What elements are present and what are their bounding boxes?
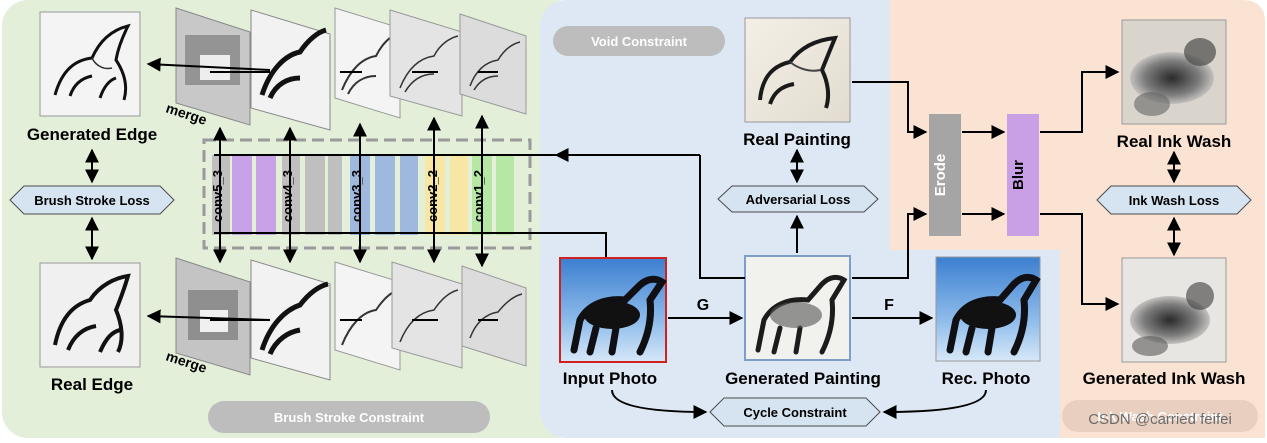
line-input-to-vgg: [214, 232, 607, 257]
real-edge-image: [39, 262, 141, 368]
generated-painting-image: [744, 255, 851, 361]
cycle-constraint-label: Cycle Constraint: [743, 405, 847, 420]
cycle-constraint-box: [709, 397, 881, 427]
brush-stroke-loss-label: Brush Stroke Loss: [34, 193, 150, 208]
adversarial-loss-label: Adversarial Loss: [746, 192, 851, 207]
layer-conv3_3: conv3_3: [349, 170, 364, 222]
real-ink-wash-image: [1121, 19, 1227, 125]
f-label: F: [884, 297, 894, 314]
void-constraint-label: Void Constraint: [591, 34, 687, 49]
brush-stroke-constraint-pill: [208, 401, 490, 433]
erode-block: [929, 114, 961, 236]
input-photo-image: [559, 257, 667, 363]
brush-stroke-constraint-label: Brush Stroke Constraint: [274, 410, 425, 425]
generated-edge-image: [39, 11, 141, 117]
ink-wash-constraint-label: Ink Wash Constraint: [1097, 409, 1223, 424]
arrow-blur-to-real-ink: [1040, 65, 1120, 133]
arrow-input-to-cycle: [611, 389, 708, 419]
generated-painting-label: Generated Painting: [725, 369, 881, 388]
arrow-blur-to-gen-ink: [1040, 213, 1120, 311]
ink-wash-constraint-pill: [1062, 400, 1258, 432]
feature-maps-top: [175, 7, 527, 131]
g-label: G: [697, 297, 709, 314]
feature-maps-bottom: [175, 257, 527, 381]
generated-edge-label: Generated Edge: [27, 125, 157, 144]
void-constraint-pill: [553, 26, 725, 56]
generated-ink-wash-image: [1121, 257, 1227, 363]
real-painting-label: Real Painting: [743, 130, 851, 149]
arrow-rec-to-cycle: [882, 389, 987, 419]
real-painting-image: [744, 17, 851, 123]
vgg-block-border: [202, 138, 532, 250]
ink-wash-loss-box: [1096, 185, 1252, 215]
adversarial-loss-box: [717, 185, 879, 213]
ink-wash-loss-label: Ink Wash Loss: [1129, 193, 1220, 208]
blur-block: [1007, 114, 1039, 236]
real-ink-wash-label: Real Ink Wash: [1117, 132, 1232, 151]
arrow-merge-top: [146, 57, 271, 72]
brush-stroke-loss-box: [9, 185, 175, 215]
watermark: CSDN @carried feifei: [1088, 411, 1232, 428]
rec-photo-label: Rec. Photo: [942, 369, 1031, 388]
generated-ink-wash-label: Generated Ink Wash: [1083, 369, 1246, 388]
rec-photo-image: [935, 256, 1041, 362]
layer-conv5_3: conv5_3: [210, 170, 225, 222]
layer-conv1_2: conv1_2: [471, 170, 486, 222]
erode-label: Erode: [932, 154, 949, 197]
arrow-gen-to-erode: [852, 207, 928, 279]
line-gen-to-vgg: [699, 155, 745, 279]
real-edge-label: Real Edge: [51, 375, 133, 394]
layer-conv2_2: conv2_2: [425, 170, 440, 222]
blur-label: Blur: [1010, 160, 1027, 190]
layer-conv4_3: conv4_3: [280, 170, 295, 222]
layer-arrows: [213, 114, 489, 268]
arrow-real-to-erode: [852, 81, 928, 139]
input-photo-label: Input Photo: [563, 369, 657, 388]
